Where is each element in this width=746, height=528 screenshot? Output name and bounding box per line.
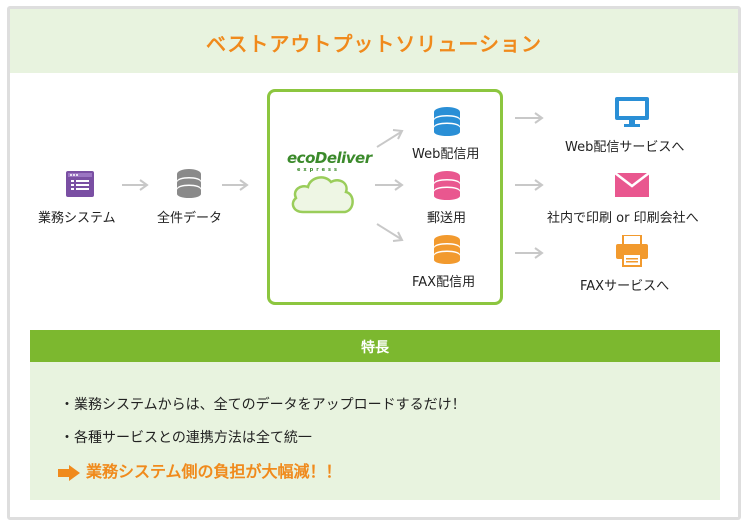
web-database-icon xyxy=(434,107,460,136)
arrow-right-icon xyxy=(375,179,404,191)
mail-database-icon xyxy=(434,171,460,200)
features-panel: 特長 ・業務システムからは、全てのデータをアップロードするだけ！ ・各種サービス… xyxy=(30,330,720,500)
output-fax-label: FAXサービスへ xyxy=(580,279,670,294)
channel-web-label: Web配信用 xyxy=(412,147,480,162)
ecodeliver-logo: ecoDeliver express xyxy=(287,149,372,173)
fax-database-icon xyxy=(434,235,460,264)
envelope-icon xyxy=(615,173,649,197)
feature-item: ・業務システムからは、全てのデータをアップロードするだけ！ xyxy=(60,397,466,413)
feature-highlight: 業務システム側の負担が大幅減！！ xyxy=(58,458,342,482)
database-icon xyxy=(177,169,201,198)
arrow-right-icon xyxy=(515,247,544,259)
cloud-icon xyxy=(291,176,354,214)
business-system-label: 業務システム xyxy=(38,211,116,226)
output-web-label: Web配信サービスへ xyxy=(565,140,685,155)
orange-arrow-icon xyxy=(58,464,80,481)
feature-item: ・各種サービスとの連携方法は全て統一 xyxy=(60,430,312,446)
all-data-label: 全件データ xyxy=(157,211,223,226)
arrow-right-icon xyxy=(515,112,544,124)
features-header-label: 特長 xyxy=(361,340,389,356)
arrow-down-right-icon xyxy=(376,223,404,242)
arrow-right-icon xyxy=(122,179,149,191)
ecodeliver-logo-text: ecoDeliver xyxy=(287,149,372,167)
ecodeliver-logo-sub: express xyxy=(297,167,341,173)
business-system-icon xyxy=(66,171,94,197)
title-banner: ベストアウトプットソリューション xyxy=(10,9,738,73)
monitor-icon xyxy=(615,97,649,127)
channel-mail-label: 郵送用 xyxy=(427,211,467,226)
feature-highlight-text: 業務システム側の負担が大幅減！！ xyxy=(86,462,342,481)
arrow-up-right-icon xyxy=(376,129,404,148)
features-header: 特長 xyxy=(30,330,720,362)
arrow-right-icon xyxy=(222,179,249,191)
channel-fax-label: FAX配信用 xyxy=(412,275,476,290)
diagram-frame: ベストアウトプットソリューション 業務システム 全件データ ecoDeliver… xyxy=(7,6,741,520)
page-title: ベストアウトプットソリューション xyxy=(206,32,542,56)
printer-icon xyxy=(616,235,648,267)
output-print-label: 社内で印刷 or 印刷会社へ xyxy=(547,211,699,226)
arrow-right-icon xyxy=(515,179,544,191)
